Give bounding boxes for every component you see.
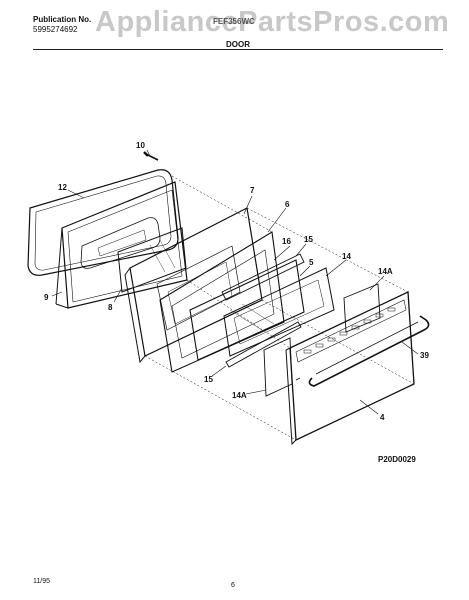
alignment-lines [144,175,415,441]
drawing-code: P20D0029 [378,455,416,464]
callout-12: 12 [58,183,67,192]
leader-lines [51,149,419,415]
callout-10: 10 [136,141,145,150]
footer-date: 11/95 [33,578,50,585]
callout-4: 4 [380,413,385,422]
callout-14a-upper: 14A [378,267,393,276]
header-rule [33,49,443,50]
publication-number: 5995274692 [33,25,78,34]
callout-9: 9 [44,293,49,302]
watermark: AppliancePartsPros.com [95,6,450,38]
publication-label: Publication No. [33,15,92,24]
part-6-window-frame [159,231,285,373]
callout-15-lower: 15 [204,375,213,384]
callout-6: 6 [285,200,290,209]
callout-7: 7 [250,186,255,195]
part-10-screw [143,151,159,161]
callout-5: 5 [309,258,314,267]
callout-14a-lower: 14A [232,391,247,400]
part-14a-insulation-top [343,283,381,333]
part-14-window-trim [223,267,335,357]
part-8-inner-glass [117,227,187,293]
callout-8: 8 [108,303,113,312]
part-5-outer-glass [189,259,305,361]
callout-14: 14 [342,252,351,261]
part-12-gasket [27,169,179,276]
callout-39: 39 [420,351,429,360]
model-number: FEF356WC [213,17,255,26]
section-title: DOOR [226,40,250,49]
part-15-lower-retainer [225,321,302,368]
callout-16: 16 [282,237,291,246]
part-4-outer-door [285,291,430,446]
part-16-glass-retainer [221,253,305,301]
page-number: 6 [231,582,235,589]
callout-15-upper: 15 [304,235,313,244]
